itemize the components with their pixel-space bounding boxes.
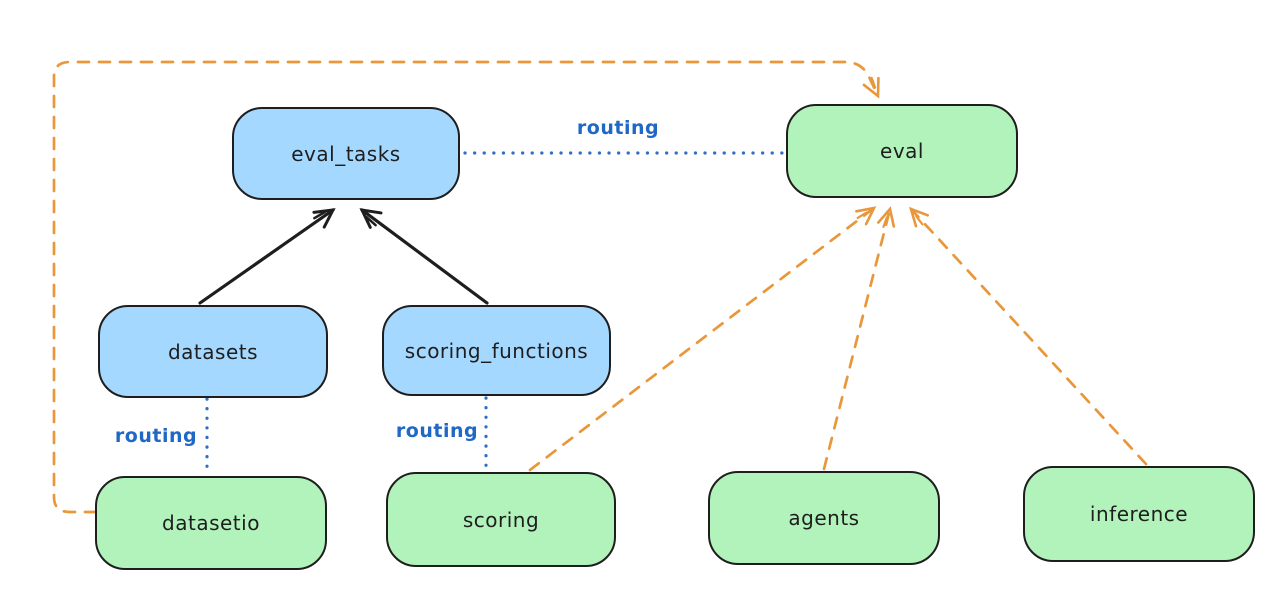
edge-scoring-functions-to-eval-tasks bbox=[359, 208, 489, 305]
edge-agents-to-eval bbox=[822, 206, 896, 471]
node-datasetio-label: datasetio bbox=[162, 511, 260, 535]
node-agents: agents bbox=[708, 471, 940, 565]
node-inference-label: inference bbox=[1089, 502, 1189, 526]
edge-inference-to-eval bbox=[909, 206, 1148, 466]
routing-label-eval-tasks-eval: routing bbox=[576, 117, 660, 139]
edge-datasets-to-eval-tasks bbox=[198, 208, 336, 305]
node-eval-label: eval bbox=[880, 139, 924, 163]
node-agents-label: agents bbox=[788, 506, 860, 530]
node-datasetio: datasetio bbox=[95, 476, 327, 570]
routing-label-datasets-datasetio: routing bbox=[114, 425, 198, 447]
edge-scoring-to-eval bbox=[528, 206, 877, 472]
routing-label-scoring-functions-scoring: routing bbox=[395, 420, 479, 442]
node-eval: eval bbox=[786, 104, 1018, 198]
node-datasets-label: datasets bbox=[167, 339, 259, 364]
node-datasets: datasets bbox=[98, 305, 328, 398]
node-scoring-functions-label: scoring_functions bbox=[404, 338, 589, 363]
node-inference: inference bbox=[1023, 466, 1255, 562]
edge-datasetio-to-eval bbox=[52, 60, 880, 514]
node-eval-tasks-label: eval_tasks bbox=[291, 141, 401, 166]
node-scoring-label: scoring bbox=[462, 507, 540, 532]
node-scoring: scoring bbox=[386, 472, 616, 567]
node-eval-tasks: eval_tasks bbox=[232, 107, 460, 200]
node-scoring-functions: scoring_functions bbox=[382, 305, 611, 396]
